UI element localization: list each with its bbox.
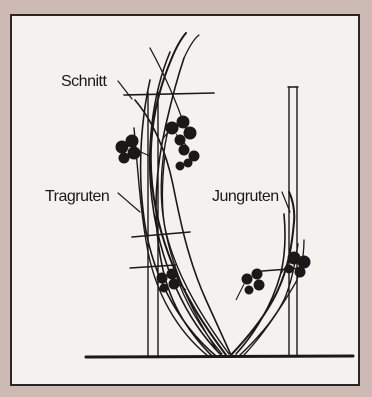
label-schnitt: Schnitt — [61, 74, 106, 90]
fruiting-cane-7 — [163, 155, 219, 352]
tragruten-leader — [118, 193, 140, 212]
low-wire-left — [130, 265, 176, 268]
top-wire — [124, 93, 214, 95]
leaf-cluster-bottom-left — [157, 269, 179, 292]
fruiting-cane-5 — [134, 128, 208, 356]
leaf-stem-5 — [236, 284, 244, 300]
label-jungruten: Jungruten — [212, 189, 279, 205]
leaf-cluster-left — [116, 135, 140, 163]
leaf-cluster-bottom-middle — [242, 269, 264, 294]
leaf-cluster-drooping — [176, 145, 199, 170]
ground-line — [86, 356, 353, 357]
fruiting-cane-6 — [161, 130, 229, 354]
label-tragruten: Tragruten — [45, 189, 109, 205]
schnitt-leader — [118, 81, 132, 99]
fruiting-cane-4 — [156, 58, 212, 356]
upper-branch — [184, 35, 199, 58]
leaf-cluster-upper — [166, 116, 196, 145]
